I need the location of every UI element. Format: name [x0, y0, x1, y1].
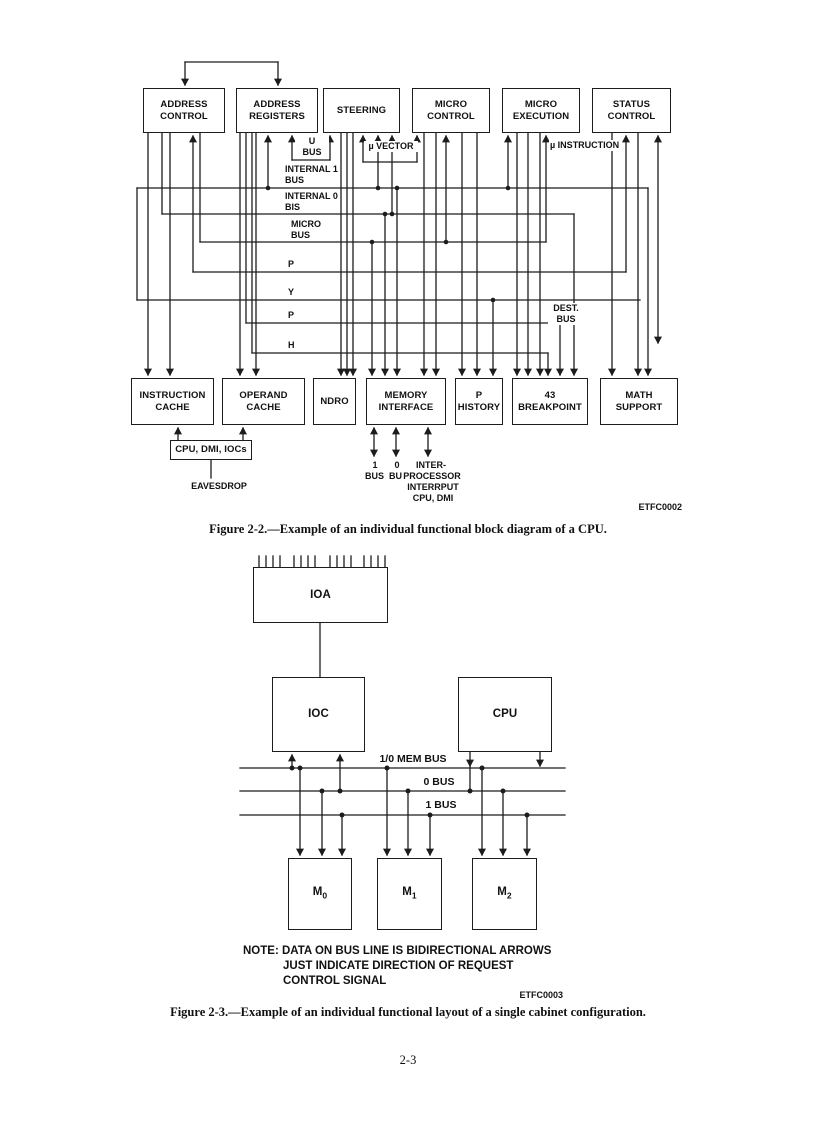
- label-internal-0-bis: INTERNAL 0 BIS: [284, 191, 339, 213]
- block-label: CONTROL: [160, 110, 208, 122]
- block-steering: STEERING: [323, 88, 400, 133]
- label-interrput: INTERRPUT: [404, 482, 462, 493]
- label-u-bus: U BUS: [295, 136, 329, 158]
- page-number: 2-3: [399, 1053, 417, 1067]
- block-label: NDRO: [320, 395, 349, 407]
- label-processor: PROCESSOR: [402, 471, 462, 482]
- block-cpu: CPU: [458, 677, 552, 752]
- block-label: EXECUTION: [512, 110, 570, 122]
- label-internal-1-bus: INTERNAL 1 BUS: [284, 164, 339, 186]
- label-1: 1: [368, 460, 382, 471]
- block-memory-m0: M0: [288, 858, 352, 930]
- block-cpu-dmi-iocs: CPU, DMI, IOCs: [170, 440, 252, 460]
- block-43-breakpoint: 43 BREAKPOINT: [512, 378, 588, 425]
- block-micro-execution: MICRO EXECUTION: [502, 88, 580, 133]
- block-label: MICRO: [524, 99, 558, 110]
- block-label: REGISTERS: [249, 110, 305, 122]
- block-label: MICRO: [434, 99, 468, 110]
- block-ndro: NDRO: [313, 378, 356, 425]
- block-operand-cache: OPERAND CACHE: [222, 378, 305, 425]
- block-label: CONTROL: [427, 110, 475, 122]
- block-label: MEMORY: [384, 390, 428, 401]
- block-label: ADDRESS: [253, 99, 301, 110]
- label-p-bus-lower: P: [287, 310, 296, 321]
- label-0-bus-line: 0 BUS: [416, 776, 462, 788]
- block-memory-interface: MEMORY INTERFACE: [366, 378, 446, 425]
- block-status-control: STATUS CONTROL: [592, 88, 671, 133]
- block-label: HISTORY: [457, 401, 501, 413]
- block-micro-control: MICRO CONTROL: [412, 88, 490, 133]
- figure-2-3-caption: Figure 2-3.—Example of an individual fun…: [170, 1005, 646, 1019]
- block-label: P: [475, 390, 483, 401]
- block-label: CPU, DMI, IOCs: [175, 444, 247, 456]
- figure-2-2-code: ETFC0002: [638, 502, 682, 512]
- block-label: CACHE: [155, 401, 190, 413]
- block-label: IOC: [308, 708, 329, 720]
- block-label: STATUS: [612, 99, 651, 110]
- block-instruction-cache: INSTRUCTION CACHE: [131, 378, 214, 425]
- block-math-support: MATH SUPPORT: [600, 378, 678, 425]
- block-p-history: P HISTORY: [455, 378, 503, 425]
- block-label: ADDRESS: [160, 99, 208, 110]
- block-ioc: IOC: [272, 677, 365, 752]
- note-line-1: NOTE: DATA ON BUS LINE IS BIDIRECTIONAL …: [243, 945, 552, 957]
- block-memory-m1: M1: [377, 858, 442, 930]
- figure-2-2-wires: [136, 61, 662, 479]
- label-mu-vector: µ VECTOR: [364, 141, 418, 152]
- label-0: 0: [390, 460, 404, 471]
- block-memory-m2: M2: [472, 858, 537, 930]
- label-0-bus: BUS: [385, 471, 412, 482]
- block-label: STEERING: [336, 104, 387, 116]
- figure-2-2-caption: Figure 2-2.—Example of an individual fun…: [209, 522, 607, 536]
- block-label: IOA: [310, 588, 331, 601]
- label-h-bus: H: [287, 340, 296, 351]
- note-line-2: JUST INDICATE DIRECTION OF REQUEST: [283, 960, 514, 972]
- block-label: MATH: [625, 390, 653, 401]
- figure-2-3-wires: [239, 555, 566, 857]
- block-label: CONTROL: [607, 110, 656, 122]
- block-ioa: IOA: [253, 567, 388, 623]
- block-label: INTERFACE: [378, 401, 434, 413]
- block-label: INSTRUCTION: [139, 390, 206, 401]
- figure-2-3-code: ETFC0003: [519, 990, 563, 1000]
- junction-dots: [289, 765, 530, 818]
- block-label: BREAKPOINT: [518, 401, 582, 413]
- label-cpu-dmi: CPU, DMI: [406, 493, 460, 504]
- label-1-bus: BUS: [361, 471, 388, 482]
- block-label: CACHE: [246, 401, 281, 413]
- label-p-bus-upper: P: [287, 259, 296, 270]
- label-micro-bus: MICRO BUS: [290, 219, 322, 241]
- block-address-registers: ADDRESS REGISTERS: [236, 88, 318, 133]
- label-mu-instruction: µ INSTRUCTION: [549, 140, 621, 151]
- note-line-3: CONTROL SIGNAL: [283, 975, 387, 987]
- block-label: CPU: [492, 708, 518, 720]
- label-inter: INTER-: [406, 460, 456, 471]
- block-address-control: ADDRESS CONTROL: [143, 88, 225, 133]
- block-label: OPERAND: [239, 390, 288, 401]
- label-eavesdrop: EAVESDROP: [180, 481, 258, 492]
- label-y-bus: Y: [287, 287, 296, 298]
- label-io-mem-bus: 1/0 MEM BUS: [370, 753, 456, 765]
- block-label: 43: [544, 390, 556, 401]
- junction-dots: [265, 185, 511, 303]
- label-dest-bus: DEST. BUS: [548, 303, 584, 325]
- block-label: SUPPORT: [615, 401, 663, 413]
- label-1-bus-line: 1 BUS: [418, 799, 464, 811]
